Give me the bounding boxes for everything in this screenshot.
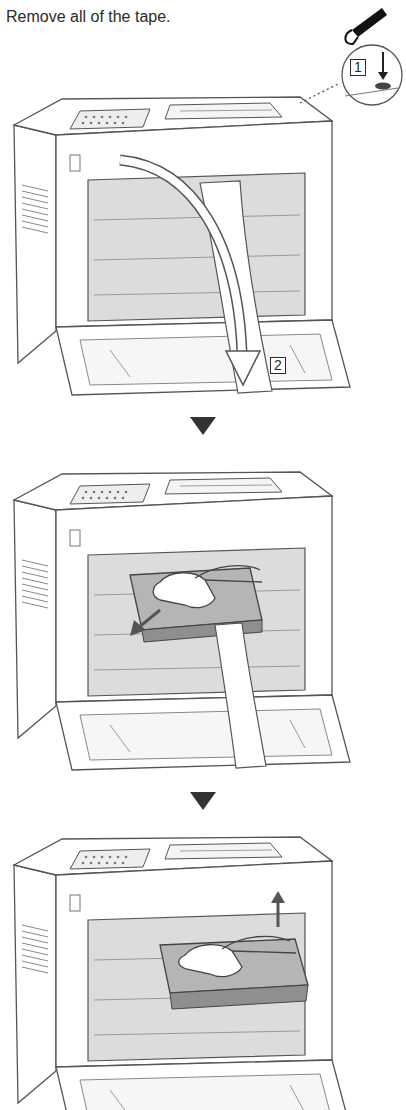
panel-lift-out-part [170,985,308,1009]
step-arrow [190,417,216,435]
panel-lift-out-part [179,945,242,977]
panel-lift-out-part [160,939,308,993]
panel-pull-out-part [195,566,260,578]
panel-pull-out-part [130,620,146,636]
panel-pull-out-part [138,610,160,628]
panel-lift-out-part [222,936,290,949]
inset-release-button-part [382,52,384,74]
callout-number: 1 [350,59,366,76]
panel-open-cover-part [14,97,350,395]
panel-pull-out-part [153,573,215,608]
panel-pull-out [14,472,350,770]
inset-release-button-part [378,72,388,80]
panel-open-cover [14,83,350,395]
inset-release-button-part [375,83,391,90]
panel-open-cover-part [120,160,242,353]
panel-lift-out-part [277,901,280,927]
panel-lift-out-part [232,951,296,953]
panel-pull-out-part [14,472,350,770]
tape-icon [345,8,387,44]
inset-release-button-part [345,88,398,96]
tape-icon-part [352,8,387,37]
tape-icon-part [345,30,358,44]
step-arrow [190,792,216,810]
panel-open-cover-part [300,83,340,103]
panel-pull-out-part [215,623,266,768]
panel-pull-out-part [205,580,262,582]
panel-lift-out-part [14,837,350,1110]
instruction-text: Remove all of the tape. [6,7,171,27]
callout-number: 2 [270,357,286,374]
panel-open-cover-part [120,160,242,353]
panel-lift-out-part [271,891,285,903]
inset-release-button-part [342,45,402,105]
panel-lift-out [14,837,350,1110]
panel-open-cover-part [226,351,260,385]
inset-release-button [342,45,402,105]
